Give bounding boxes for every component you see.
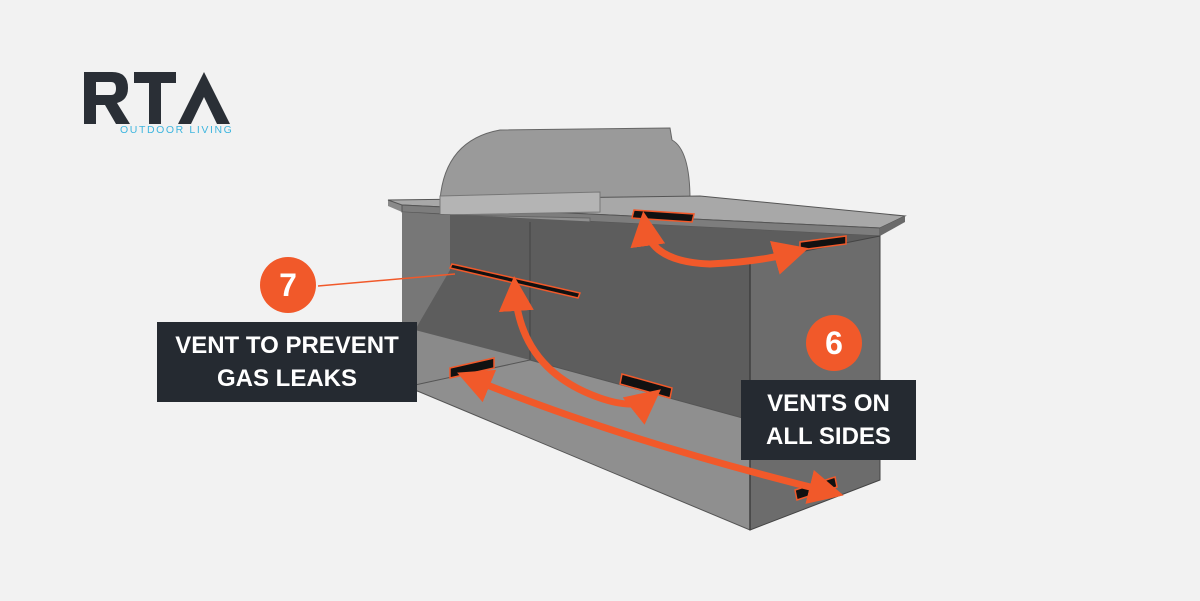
logo-tagline: OUTDOOR LIVING [120,124,234,136]
callout-7-leader [317,273,456,287]
grill-hood [439,127,691,201]
callout-6-badge: 6 [806,315,862,371]
callout-6-label: VENTS ON ALL SIDES [741,380,916,460]
arrow-top [630,211,809,275]
callout-7-label: VENT TO PREVENT GAS LEAKS [157,322,417,402]
callout-7-badge: 7 [260,257,316,313]
airflow-arrows [457,211,844,504]
arrow-bottom [457,369,844,504]
rta-logo-mark [84,72,230,124]
rta-logo: OUTDOOR LIVING [84,70,244,140]
